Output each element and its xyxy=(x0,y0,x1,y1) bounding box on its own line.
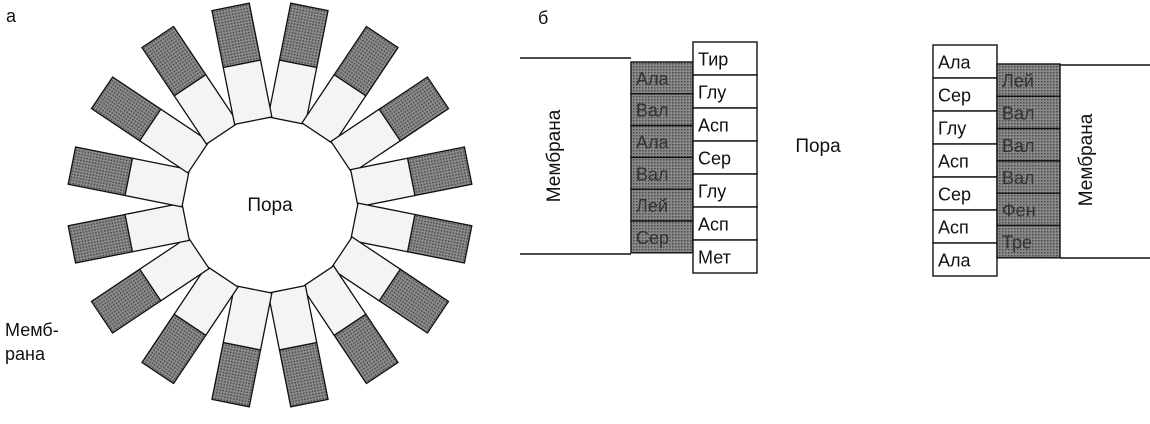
right-hydrophilic-cell xyxy=(932,77,998,112)
subunit-hydrophobic-part xyxy=(211,2,262,69)
channel-subunit xyxy=(67,146,191,208)
right-hydrophilic-cell xyxy=(932,176,998,211)
left-hydrophilic-residue: Асп xyxy=(698,116,729,136)
left-hydrophilic-cell xyxy=(692,206,758,241)
left-hydrophobic-residue: Лей xyxy=(636,196,668,216)
membrane-label-a-line1: Мемб- xyxy=(5,320,59,340)
right-hydrophobic-residue: Лей xyxy=(1002,71,1034,91)
left-hydrophilic-residue: Асп xyxy=(698,215,729,235)
right-hydrophilic-residue: Асп xyxy=(938,152,969,172)
channel-subunit xyxy=(330,76,450,174)
subunit-hydrophobic-part xyxy=(67,146,134,197)
left-hydrophobic-residue: Вал xyxy=(636,164,669,184)
left-hydrophilic-residue: Сер xyxy=(698,149,731,169)
left-hydrophobic-residue: Ала xyxy=(636,133,670,153)
subunit-hydrophilic-part xyxy=(124,202,191,253)
right-hydrophilic-residue: Асп xyxy=(938,218,969,238)
left-hydrophilic-residue: Тир xyxy=(698,50,728,70)
channel-subunit xyxy=(301,25,399,145)
membrane-label-right: Мембрана xyxy=(1076,113,1097,206)
subunit-hydrophilic-part xyxy=(124,157,191,208)
pore-label-a: Пора xyxy=(247,195,293,216)
channel-subunit xyxy=(267,2,329,126)
subunit-hydrophilic-part xyxy=(330,236,402,302)
helix-columns: АлаВалАлаВалЛейСерТирГлуАспСерГлуАспМетА… xyxy=(630,41,1061,277)
channel-subunit xyxy=(67,202,191,264)
panel-a-label: а xyxy=(6,6,17,26)
left-hydrophilic-residue: Мет xyxy=(698,248,731,268)
right-hydrophobic-residue: Вал xyxy=(1002,103,1035,123)
channel-subunit xyxy=(267,284,329,408)
channel-ring xyxy=(67,2,473,408)
right-hydrophilic-residue: Глу xyxy=(938,119,966,139)
left-hydrophilic-residue: Глу xyxy=(698,182,726,202)
channel-subunit xyxy=(330,236,450,334)
subunit-hydrophobic-part xyxy=(406,146,473,197)
channel-subunit xyxy=(211,284,273,408)
channel-subunit xyxy=(349,146,473,208)
right-hydrophilic-residue: Ала xyxy=(938,251,972,271)
subunit-hydrophilic-part xyxy=(173,73,239,145)
left-hydrophobic-cell xyxy=(630,156,694,190)
left-hydrophilic-cell xyxy=(692,107,758,142)
right-hydrophilic-residue: Ала xyxy=(938,53,972,73)
right-hydrophilic-cell xyxy=(932,242,998,277)
left-hydrophilic-cell xyxy=(692,74,758,109)
pore-label-b: Пора xyxy=(795,136,841,157)
left-hydrophilic-cell xyxy=(692,239,758,274)
right-hydrophobic-residue: Тре xyxy=(1002,233,1032,253)
channel-subunit xyxy=(90,76,210,174)
right-hydrophilic-residue: Сер xyxy=(938,86,971,106)
left-hydrophilic-residue: Глу xyxy=(698,83,726,103)
channel-subunit xyxy=(211,2,273,126)
subunit-hydrophilic-part xyxy=(138,108,210,174)
right-hydrophilic-cell xyxy=(932,143,998,178)
subunit-hydrophilic-part xyxy=(330,108,402,174)
channel-subunit xyxy=(141,25,239,145)
left-hydrophilic-cell xyxy=(692,173,758,208)
subunit-hydrophilic-part xyxy=(301,73,367,145)
left-hydrophobic-residue: Сер xyxy=(636,228,669,248)
membrane-label-a-line2: рана xyxy=(5,344,46,364)
subunit-hydrophilic-part xyxy=(222,284,273,351)
right-hydrophobic-cell xyxy=(996,160,1061,194)
channel-subunit xyxy=(141,265,239,385)
subunit-hydrophilic-part xyxy=(301,265,367,337)
channel-subunit xyxy=(301,265,399,385)
subunit-hydrophobic-part xyxy=(67,213,134,264)
channel-subunit xyxy=(349,202,473,264)
panel-b-label: б xyxy=(538,8,548,28)
left-hydrophobic-residue: Вал xyxy=(636,101,669,121)
subunit-hydrophobic-part xyxy=(211,341,262,408)
membrane-label-left: Мембрана xyxy=(544,109,565,202)
right-hydrophobic-residue: Фен xyxy=(1002,200,1036,220)
right-hydrophobic-cell xyxy=(996,127,1061,162)
subunit-hydrophilic-part xyxy=(349,202,416,253)
left-hydrophobic-residue: Ала xyxy=(636,69,670,89)
subunit-hydrophilic-part xyxy=(267,284,318,351)
subunit-hydrophilic-part xyxy=(267,59,318,126)
right-hydrophobic-residue: Вал xyxy=(1002,168,1035,188)
subunit-hydrophobic-part xyxy=(406,213,473,264)
subunit-hydrophilic-part xyxy=(138,236,210,302)
right-hydrophobic-cell xyxy=(996,224,1061,259)
subunit-hydrophobic-part xyxy=(278,341,329,408)
right-hydrophobic-residue: Вал xyxy=(1002,136,1035,156)
left-hydrophobic-cell xyxy=(630,220,694,254)
channel-subunit xyxy=(90,236,210,334)
subunit-hydrophilic-part xyxy=(349,157,416,208)
right-hydrophilic-residue: Сер xyxy=(938,185,971,205)
subunit-hydrophilic-part xyxy=(222,59,273,126)
subunit-hydrophilic-part xyxy=(173,265,239,337)
right-hydrophilic-cell xyxy=(932,44,998,79)
subunit-hydrophobic-part xyxy=(278,2,329,69)
